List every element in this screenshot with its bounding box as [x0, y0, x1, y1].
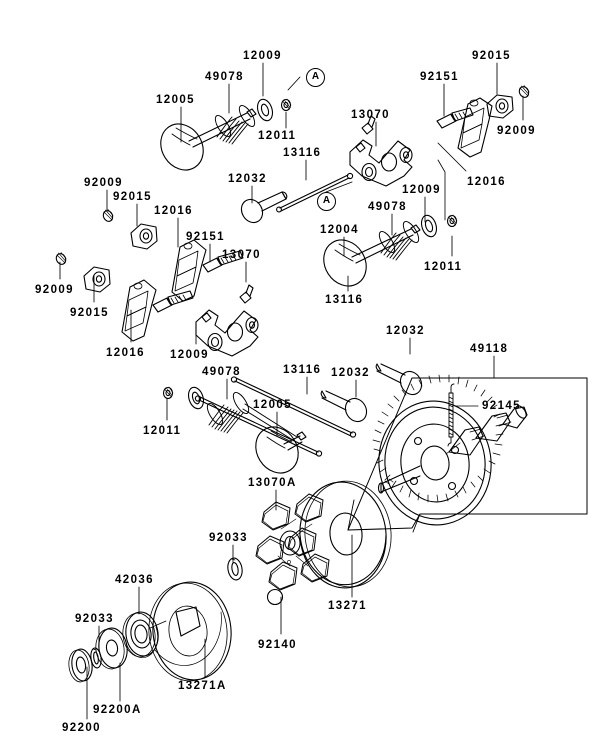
part-label-92033: 92033	[209, 532, 248, 544]
camshaft-gear	[372, 374, 528, 526]
part-label-13070: 13070	[222, 249, 261, 261]
part-label-12016: 12016	[154, 205, 193, 217]
rocker-group-left-lower	[55, 252, 194, 342]
part-label-92145: 92145	[482, 400, 521, 412]
governor-spring-92145	[447, 383, 455, 447]
part-label-13116: 13116	[325, 294, 364, 306]
part-label-13116: 13116	[283, 364, 322, 376]
part-label-49078: 49078	[368, 201, 407, 213]
part-label-13271: 13271	[328, 600, 367, 612]
part-label-12009: 12009	[170, 349, 209, 361]
leader-line-12016	[437, 142, 467, 172]
part-label-13271a: 13271A	[178, 680, 227, 692]
part-label-92151: 92151	[420, 71, 459, 83]
part-label-92015: 92015	[113, 191, 152, 203]
fan-hub-13070A	[255, 493, 330, 591]
part-label-92009: 92009	[35, 284, 74, 296]
part-label-12009: 12009	[243, 50, 282, 62]
washer-92200	[68, 648, 93, 683]
part-label-92033: 92033	[75, 613, 114, 625]
part-label-12011: 12011	[258, 130, 297, 142]
valve-assembly-top	[160, 98, 292, 171]
part-label-13116: 13116	[283, 147, 322, 159]
part-label-92009: 92009	[497, 125, 536, 137]
part-label-92200a: 92200A	[93, 704, 142, 716]
part-label-49118: 49118	[470, 343, 509, 355]
part-label-92151: 92151	[186, 231, 225, 243]
rocker-holder-lower	[195, 284, 259, 357]
part-label-49078: 49078	[205, 71, 244, 83]
pulley-13271A	[148, 581, 232, 682]
snap-ring-92033-upper	[227, 557, 243, 581]
part-label-92009: 92009	[84, 177, 123, 189]
callout-leader	[325, 181, 353, 193]
tappet-lower-2	[320, 390, 368, 423]
tappet-lower-1	[375, 363, 423, 396]
flywheel-13271	[299, 480, 392, 589]
part-label-12011: 12011	[143, 425, 182, 437]
callout-leader	[287, 76, 301, 91]
part-label-13070: 13070	[351, 109, 390, 121]
part-label-12032: 12032	[331, 367, 370, 379]
callout-ref-a-0: A	[306, 68, 325, 87]
part-label-92140: 92140	[258, 639, 297, 651]
pushrod-lower-1	[230, 376, 357, 438]
pushrod-lower-2	[194, 395, 323, 457]
part-label-92015: 92015	[70, 307, 109, 319]
part-label-92015: 92015	[472, 50, 511, 62]
callout-ref-a-1: A	[317, 192, 336, 211]
rocker-holder-top	[349, 85, 530, 187]
part-label-12032: 12032	[386, 325, 425, 337]
tappet-upper-1	[240, 191, 288, 224]
pushrod-upper-1	[276, 172, 354, 213]
part-label-12005: 12005	[156, 94, 195, 106]
part-label-12004: 12004	[320, 224, 359, 236]
pin-92140	[266, 588, 284, 606]
valve-assembly-middle	[323, 159, 458, 287]
valve-assembly-bottom	[162, 386, 307, 474]
part-label-12016: 12016	[467, 176, 506, 188]
part-label-12011: 12011	[424, 261, 463, 273]
part-label-12032: 12032	[228, 173, 267, 185]
part-label-12016: 12016	[106, 347, 145, 359]
part-label-92200: 92200	[62, 722, 101, 734]
part-label-13070a: 13070A	[248, 477, 297, 489]
bearing-42036	[122, 611, 167, 658]
part-label-12005: 12005	[253, 399, 292, 411]
part-label-42036: 42036	[115, 574, 154, 586]
part-label-12009: 12009	[402, 184, 441, 196]
part-label-49078: 49078	[202, 366, 241, 378]
